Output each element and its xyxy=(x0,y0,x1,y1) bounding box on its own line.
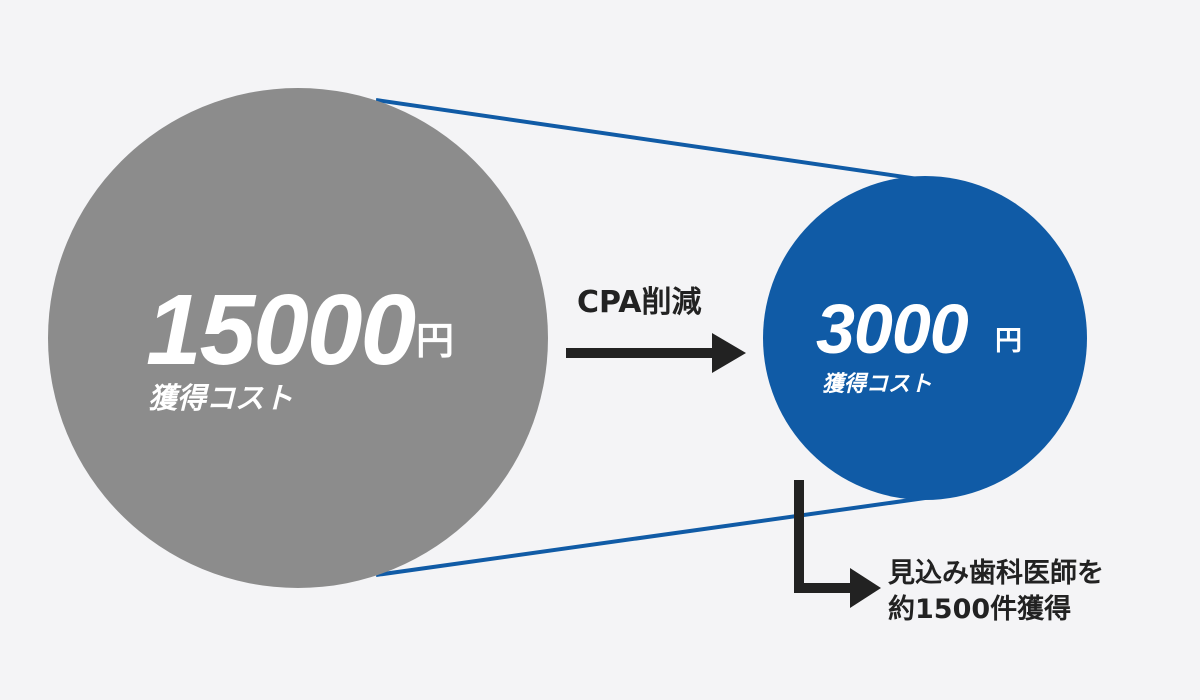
upper-connector-line xyxy=(375,98,926,182)
cpa-reduction-arrow xyxy=(566,333,746,373)
result-arrow-horizontal-shaft xyxy=(794,583,854,593)
after-cost-circle xyxy=(763,176,1087,500)
cpa-reduction-arrow-shaft xyxy=(566,348,716,358)
before-cost-circle xyxy=(48,88,548,588)
result-line-1: 見込み歯科医師を xyxy=(888,558,1104,589)
before-cost-caption: 獲得コスト xyxy=(148,381,294,415)
after-cost-caption: 獲得コスト xyxy=(822,372,933,397)
result-arrow-vertical-shaft xyxy=(794,480,804,592)
result-arrow-head xyxy=(850,568,881,608)
cpa-reduction-label: CPA削減 xyxy=(577,285,702,320)
before-cost-unit: 円 xyxy=(416,319,455,363)
result-elbow-arrow xyxy=(794,480,881,608)
result-text: 見込み歯科医師を 約1500件獲得 xyxy=(888,556,1104,629)
result-line-2: 約1500件獲得 xyxy=(888,594,1072,626)
after-cost-unit: 円 xyxy=(995,326,1022,357)
after-cost-amount: 3000 xyxy=(816,290,969,368)
before-cost-amount: 15000 xyxy=(146,274,416,386)
cpa-reduction-arrow-head xyxy=(712,333,746,373)
lower-connector-line xyxy=(375,496,926,577)
